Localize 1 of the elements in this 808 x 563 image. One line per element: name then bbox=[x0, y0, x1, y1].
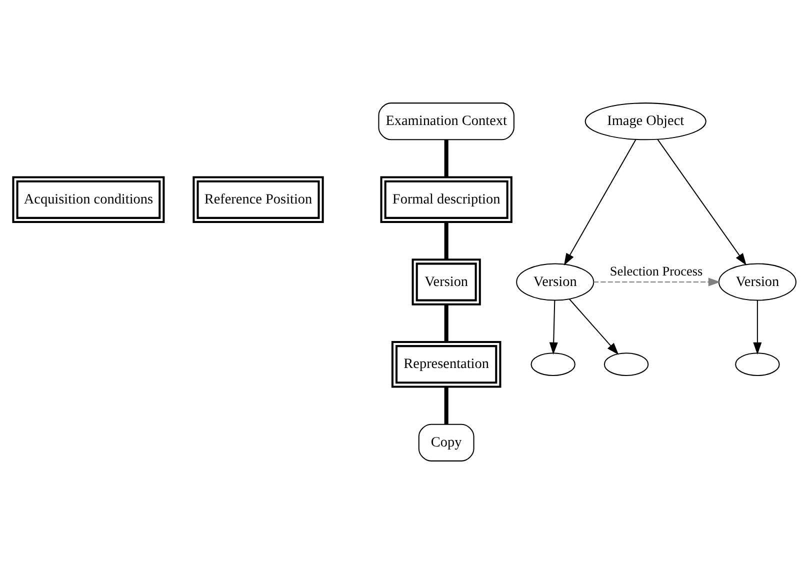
edge-label: Selection Process bbox=[609, 262, 702, 278]
